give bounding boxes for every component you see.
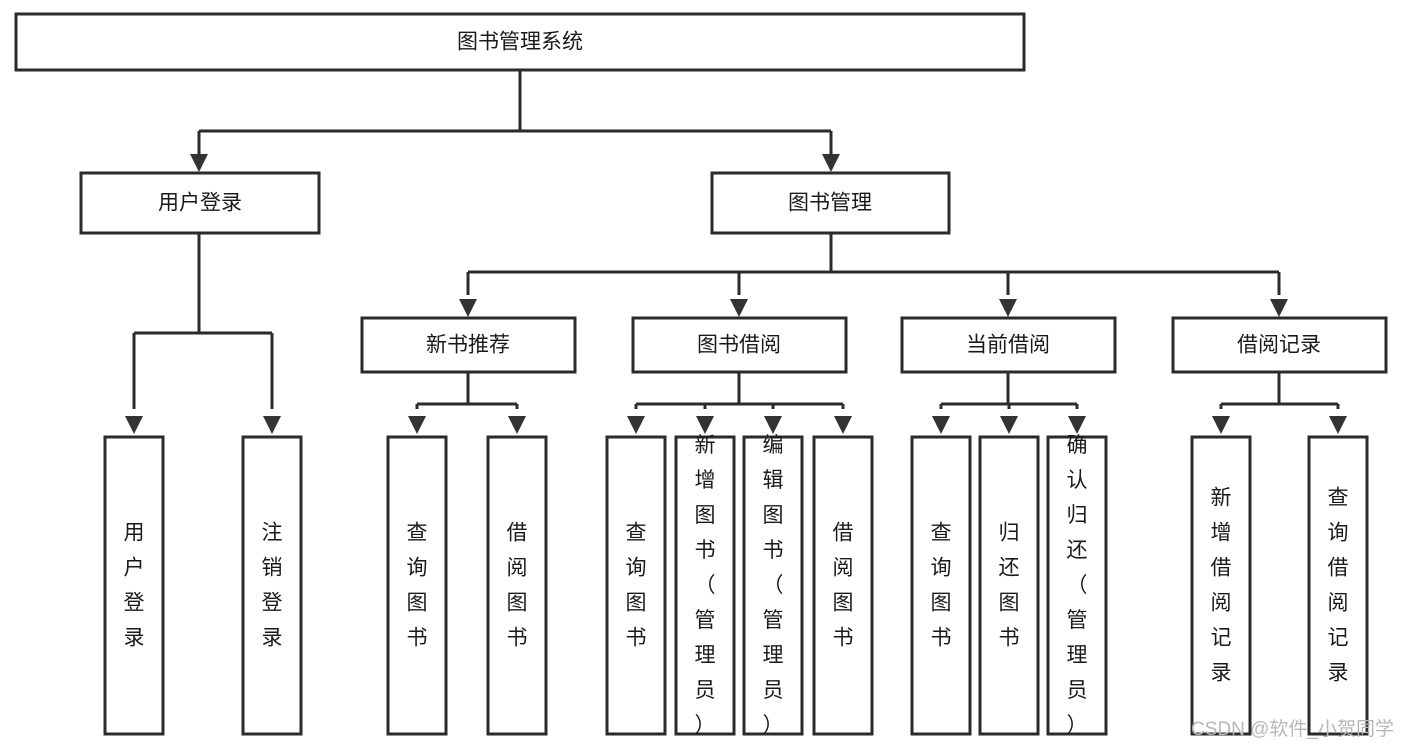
leaf-confirm-return-box[interactable] [1046,435,1108,736]
leaf-node-borrow-books-1[interactable]: 借阅图书 [486,435,548,736]
leaf-query-books-3-label: 查询图书 [931,521,952,649]
node-new-book-recommend-label: 新书推荐 [426,334,510,357]
leaf-logout-label: 注销登录 [262,521,283,649]
leaf-edit-book-label: 编辑图书（管理员） [763,434,784,737]
leaf-add-book-label: 新增图书（管理员） [695,434,716,737]
leaf-node-add-record[interactable]: 新增借阅记录 [1190,435,1252,736]
node-borrow-record-box[interactable] [1171,316,1388,374]
leaf-return-books-box[interactable] [978,435,1040,736]
arrow-to-leaf-query-books-2 [627,416,645,434]
node-user-login-label: 用户登录 [158,192,242,215]
node-book-borrow-box[interactable] [631,316,848,374]
leaf-node-query-record[interactable]: 查询借阅记录 [1307,435,1369,736]
leaf-add-book-box[interactable] [674,435,736,736]
arrow-to-leaf-user-login [125,416,143,434]
leaf-query-record-label: 查询借阅记录 [1328,486,1349,684]
node-book-management[interactable]: 图书管理 [710,171,951,235]
leaf-node-query-books-1[interactable]: 查询图书 [386,435,448,736]
arrow-to-leaf-add-record [1212,416,1230,434]
connector-layer [125,70,1347,434]
arrow-to-leaf-borrow-books-1 [508,416,526,434]
arrow-to-current-borrow [999,299,1017,317]
arrow-to-leaf-logout [263,416,281,434]
arrow-to-new-book-recommend [459,299,477,317]
leaf-add-record-label: 新增借阅记录 [1211,486,1232,684]
leaf-node-borrow-books-2[interactable]: 借阅图书 [812,435,874,736]
leaf-user-login-label: 用户登录 [124,521,145,649]
leaf-confirm-return-label: 确认归还（管理员） [1067,434,1088,737]
arrow-to-leaf-query-record [1329,416,1347,434]
leaf-edit-book-box[interactable] [742,435,804,736]
node-current-borrow-box[interactable] [900,316,1117,374]
node-book-borrow-label: 图书借阅 [697,334,781,357]
node-new-book-recommend-box[interactable] [360,316,577,374]
leaf-node-user-login[interactable]: 用户登录 [103,435,165,736]
leaf-user-login-box[interactable] [103,435,165,736]
arrow-to-leaf-confirm-return [1068,416,1086,434]
node-user-login-box[interactable] [79,171,321,235]
node-borrow-record-label: 借阅记录 [1237,334,1321,357]
leaf-borrow-books-2-box[interactable] [812,435,874,736]
node-current-borrow[interactable]: 当前借阅 [900,316,1117,374]
node-borrow-record[interactable]: 借阅记录 [1171,316,1388,374]
leaf-node-confirm-return[interactable]: 确认归还（管理员） [1046,434,1108,737]
leaf-borrow-books-2-label: 借阅图书 [833,521,854,649]
leaf-node-return-books[interactable]: 归还图书 [978,435,1040,736]
node-root-box[interactable] [14,12,1026,72]
node-book-management-label: 图书管理 [788,192,872,215]
arrow-to-leaf-query-books-1 [408,416,426,434]
leaf-node-query-books-2[interactable]: 查询图书 [605,435,667,736]
leaf-borrow-books-1-label: 借阅图书 [507,521,528,649]
arrow-to-leaf-add-book [696,416,714,434]
leaf-query-record-box[interactable] [1307,435,1369,736]
leaf-query-books-1-box[interactable] [386,435,448,736]
leaf-borrow-books-1-box[interactable] [486,435,548,736]
leaf-query-books-2-box[interactable] [605,435,667,736]
node-book-borrow[interactable]: 图书借阅 [631,316,848,374]
leaf-query-books-2-label: 查询图书 [626,521,647,649]
leaf-query-books-3-box[interactable] [910,435,972,736]
node-root[interactable]: 图书管理系统 [14,12,1026,72]
node-new-book-recommend[interactable]: 新书推荐 [360,316,577,374]
arrow-to-borrow-record [1270,299,1288,317]
arrow-to-leaf-return-books [1000,416,1018,434]
leaf-node-query-books-3[interactable]: 查询图书 [910,435,972,736]
leaf-node-edit-book[interactable]: 编辑图书（管理员） [742,434,804,737]
node-root-label: 图书管理系统 [457,31,583,54]
arrow-to-leaf-query-books-3 [932,416,950,434]
node-book-management-box[interactable] [710,171,951,235]
leaf-node-add-book[interactable]: 新增图书（管理员） [674,434,736,737]
arrow-to-leaf-borrow-books-2 [834,416,852,434]
arrow-to-book-borrow [730,299,748,317]
leaf-logout-box[interactable] [241,435,303,736]
leaf-add-record-box[interactable] [1190,435,1252,736]
leaf-node-logout[interactable]: 注销登录 [241,435,303,736]
node-user-login[interactable]: 用户登录 [79,171,321,235]
arrow-to-user-login [190,154,208,172]
node-current-borrow-label: 当前借阅 [966,334,1050,357]
arrow-to-book-management [822,154,840,172]
leaf-query-books-1-label: 查询图书 [407,521,428,649]
csdn-watermark: CSDN @软件_小贺同学 [1191,718,1394,740]
arrow-to-leaf-edit-book [764,416,782,434]
leaf-return-books-label: 归还图书 [999,521,1020,649]
